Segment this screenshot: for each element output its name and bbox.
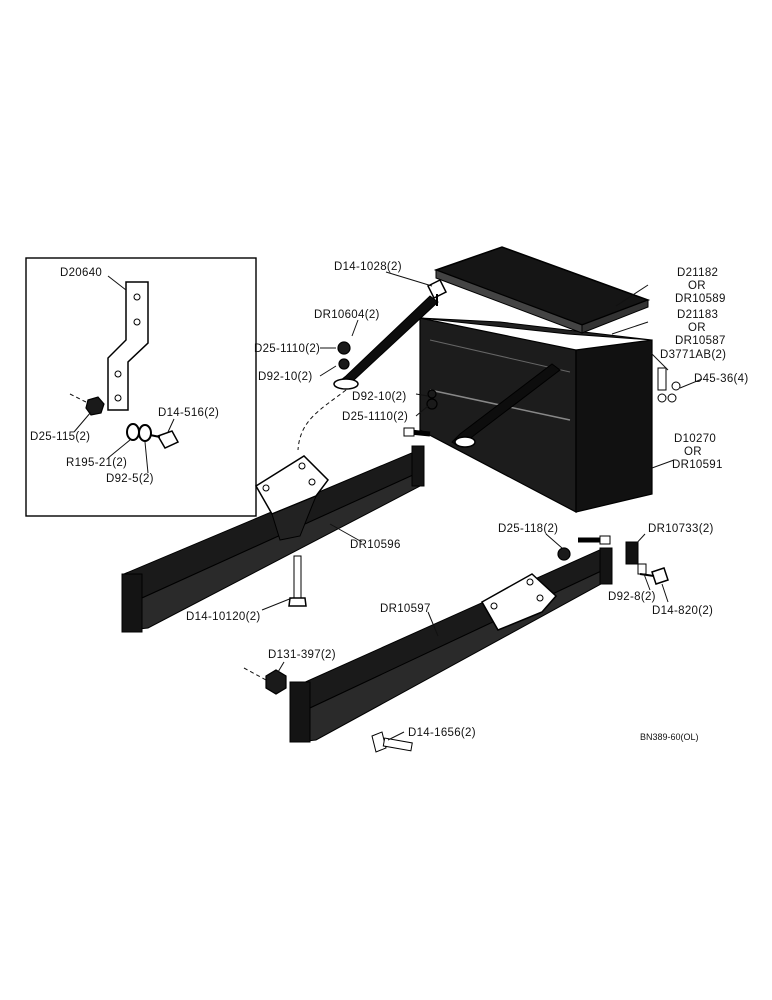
bolt-d14-516 — [149, 430, 180, 449]
label-d14-10120: D14-10120(2) — [186, 611, 261, 623]
bolt-d14-820 — [639, 567, 669, 585]
label-d14-1656: D14-1656(2) — [408, 727, 476, 739]
label-dr10589: DR10589 — [675, 293, 726, 305]
label-dr10604: DR10604(2) — [314, 309, 380, 321]
washer-d92-10-left — [338, 358, 350, 370]
label-d21183: D21183 — [677, 309, 718, 321]
label-reference-code: BN389-60(OL) — [640, 732, 699, 742]
strap-dr10604-left — [333, 295, 439, 390]
nut-d131-397 — [243, 667, 287, 695]
label-dr10733: DR10733(2) — [648, 523, 714, 535]
label-d25-115: D25-115(2) — [30, 431, 90, 443]
label-d25-1110-b: D25-1110(2) — [342, 411, 408, 423]
label-d92-5: D92-5(2) — [106, 473, 154, 485]
label-d3771ab: D3771AB(2) — [660, 349, 726, 361]
label-d92-10-b: D92-10(2) — [352, 391, 406, 403]
label-d14-1028: D14-1028(2) — [334, 261, 402, 273]
label-or-3: OR — [684, 446, 702, 458]
label-d14-516: D14-516(2) — [158, 407, 219, 419]
plate-dr10733 — [625, 541, 647, 575]
label-d21182: D21182 — [677, 267, 718, 279]
battery-box-d10270 — [403, 317, 653, 545]
bolt-d14-1656 — [371, 731, 413, 753]
rail-dr10597 — [289, 547, 613, 743]
nut-d25-115 — [69, 393, 105, 416]
bolts-d45-36 — [667, 381, 681, 403]
label-d20640: D20640 — [60, 267, 102, 279]
label-dr10587: DR10587 — [675, 335, 726, 347]
label-d131-397: D131-397(2) — [268, 649, 336, 661]
label-d92-8: D92-8(2) — [608, 591, 656, 603]
label-d10270: D10270 — [674, 433, 716, 445]
leader-lines — [261, 271, 703, 741]
rail-dr10596 — [121, 445, 425, 633]
label-r195-21: R195-21(2) — [66, 457, 127, 469]
label-dr10591: DR10591 — [672, 459, 723, 471]
label-dr10596: DR10596 — [350, 539, 401, 551]
label-or-1: OR — [688, 280, 706, 292]
nut-d25-118 — [557, 547, 571, 561]
nut-d25-1110-left — [337, 341, 351, 355]
cover-d21182 — [433, 246, 651, 334]
washers-r195-d92-5 — [126, 423, 152, 442]
bolt-d14-10120 — [288, 555, 307, 607]
strap-dr10604-right — [451, 363, 561, 448]
label-d14-820: D14-820(2) — [652, 605, 713, 617]
bracket-d20640 — [107, 281, 149, 411]
inset-bracket-detail: D20640 D25-115(2) R195-21(2) D92-5(2) D1… — [25, 257, 257, 517]
label-or-2: OR — [688, 322, 706, 334]
clamp-d3771ab — [657, 367, 667, 403]
label-d92-10-a: D92-10(2) — [258, 371, 312, 383]
label-d25-118: D25-118(2) — [498, 523, 558, 535]
bolt-d14-1028 — [426, 278, 448, 306]
nut-d25-1110-mid — [426, 389, 438, 410]
label-dr10597: DR10597 — [380, 603, 431, 615]
label-d25-1110-a: D25-1110(2) — [254, 343, 320, 355]
label-d45-36: D45-36(4) — [694, 373, 748, 385]
